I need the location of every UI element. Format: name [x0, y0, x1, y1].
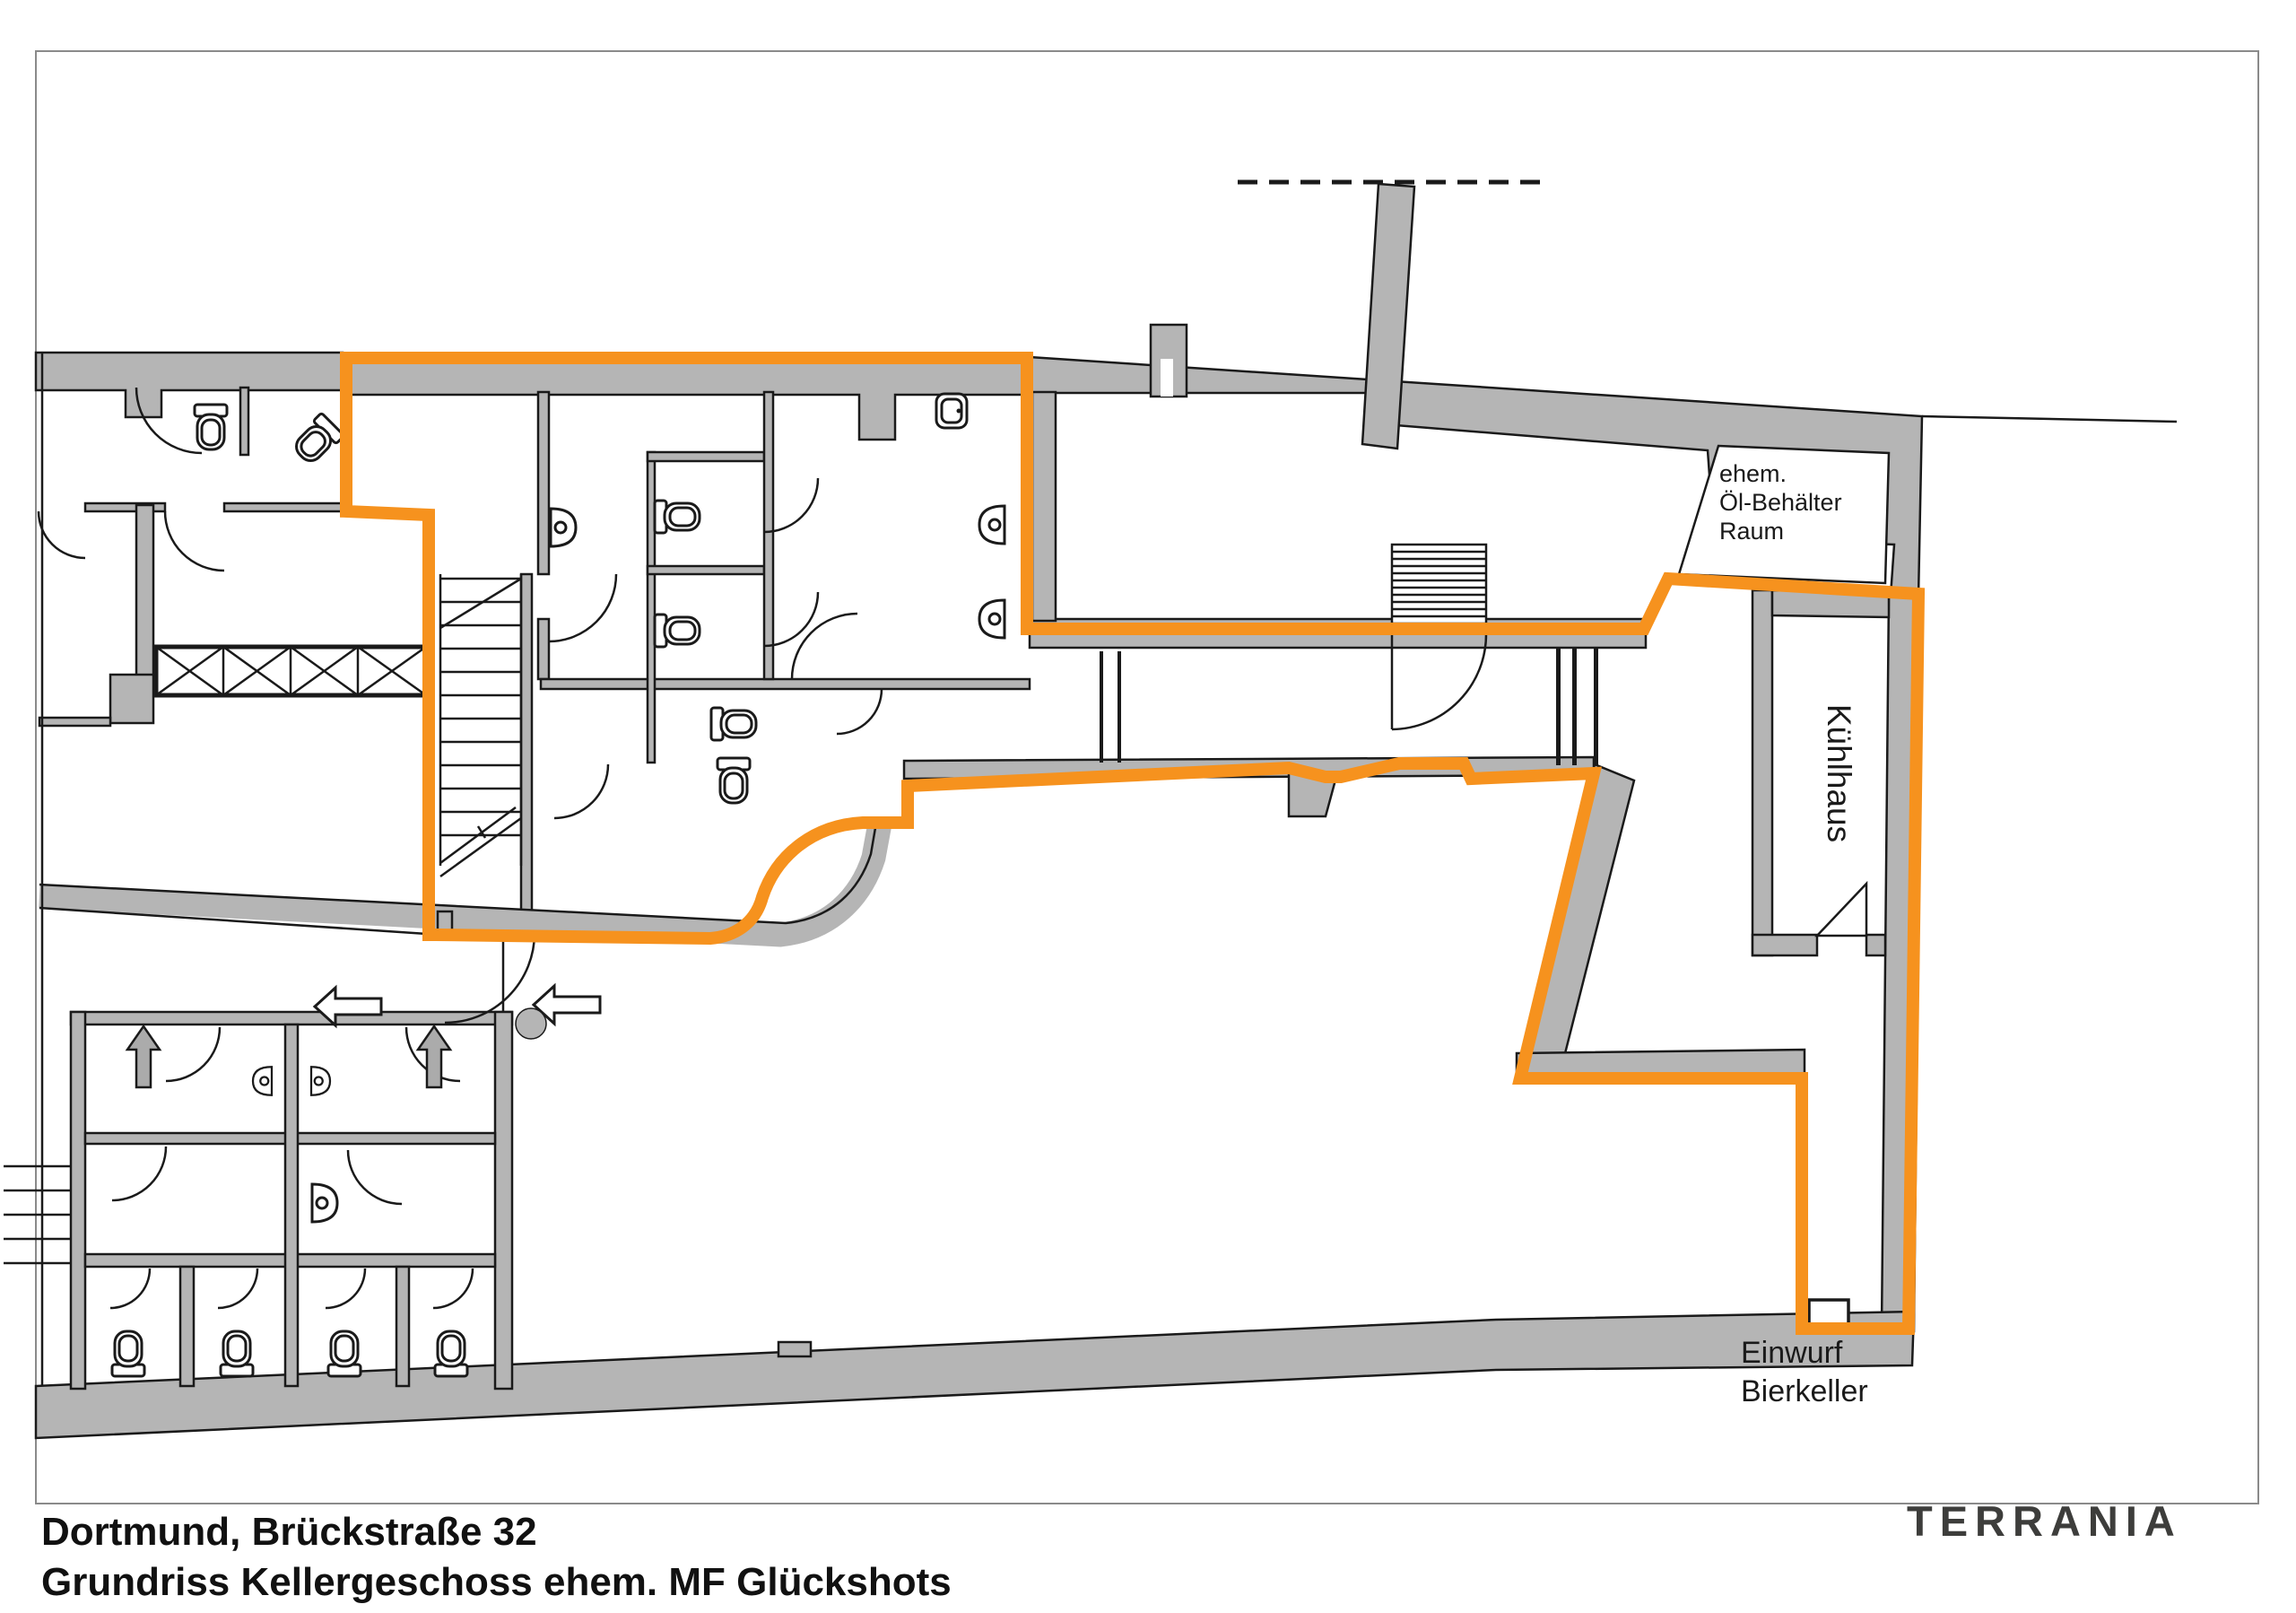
oil-room-outline: [1677, 444, 1891, 585]
title-block: Dortmund, Brückstraße 32 Grundriss Kelle…: [41, 1507, 952, 1608]
sink-icon: [310, 1182, 339, 1224]
toilet-icon: [110, 1330, 146, 1378]
toilet-icon: [709, 706, 758, 742]
sink-icon: [251, 1066, 274, 1096]
toilet-icon: [433, 1330, 469, 1378]
title-address: Dortmund, Brückstraße 32: [41, 1510, 537, 1554]
main-staircase: [439, 574, 523, 878]
toilet-icon: [716, 756, 752, 805]
toilet-icon: [193, 403, 229, 451]
sink-icon: [978, 598, 1006, 640]
toilet-icon: [288, 411, 346, 469]
toilet-icon: [219, 1330, 255, 1378]
sink-icon: [549, 507, 578, 548]
fixtures: [110, 392, 1006, 1378]
beer-chute-label-line1: Einwurf: [1741, 1336, 1843, 1370]
up-arrow-icon: [126, 1024, 161, 1089]
toilet-icon: [653, 613, 701, 649]
sink-icon: [935, 392, 969, 430]
shelf-rack: [153, 644, 429, 698]
title-drawing: Grundriss Kellergeschoss ehem. MF Glücks…: [41, 1560, 952, 1604]
middle-staircase: [1390, 543, 1488, 731]
toilet-icon: [653, 499, 701, 535]
oil-room-label-line2: Öl-Behälter: [1719, 489, 1842, 516]
coldroom-door-wedge: [1814, 880, 1868, 937]
beer-chute-label-line2: Bierkeller: [1741, 1374, 1868, 1408]
sanitary-block-walls: [69, 937, 514, 1391]
drawing-frame: [35, 50, 2259, 1504]
toilet-icon: [326, 1330, 362, 1378]
sink-icon: [309, 1066, 332, 1096]
room-labels: ehem. Öl-Behälter Raum Kühlhaus Einwurf …: [1719, 460, 1868, 1408]
sink-icon: [978, 504, 1006, 545]
brand-logo: TERRANIA: [1907, 1497, 2182, 1545]
door-arcs: [37, 387, 883, 1310]
west-edge-stair: [4, 1164, 71, 1265]
oil-room-label-line3: Raum: [1719, 518, 1784, 545]
demise-outline: [340, 352, 1926, 1335]
cold-storage-label: Kühlhaus: [1821, 704, 1857, 842]
column-icon: [515, 1007, 547, 1040]
oil-room-label-line1: ehem.: [1719, 460, 1787, 487]
